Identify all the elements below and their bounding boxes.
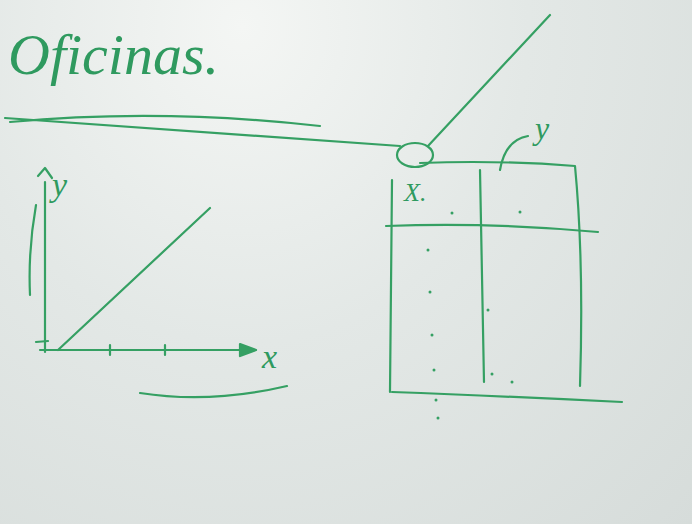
- table-line: [420, 162, 581, 386]
- tick: [36, 341, 48, 342]
- table-line: [386, 225, 598, 232]
- y-axis: [44, 182, 46, 352]
- table-cell: X.: [404, 180, 426, 206]
- dots: [427, 211, 522, 420]
- board-title: Oficinas.: [8, 26, 219, 84]
- table-line: [480, 170, 484, 382]
- axis-label: x: [262, 340, 277, 374]
- callout-curve: [500, 136, 528, 170]
- graph-line: [58, 208, 210, 350]
- leader-line: [428, 15, 550, 146]
- axis-label: y: [52, 168, 67, 202]
- table-line: [392, 392, 622, 402]
- y-bracket: [30, 205, 36, 295]
- x-axis: [40, 349, 248, 351]
- x-arrow: [240, 344, 256, 356]
- long-stroke: [5, 118, 400, 146]
- y-arrow: [38, 168, 52, 178]
- table-line: [390, 180, 392, 392]
- x-bracket: [140, 386, 287, 397]
- ticks: [110, 345, 165, 355]
- callout-label: y: [535, 112, 549, 144]
